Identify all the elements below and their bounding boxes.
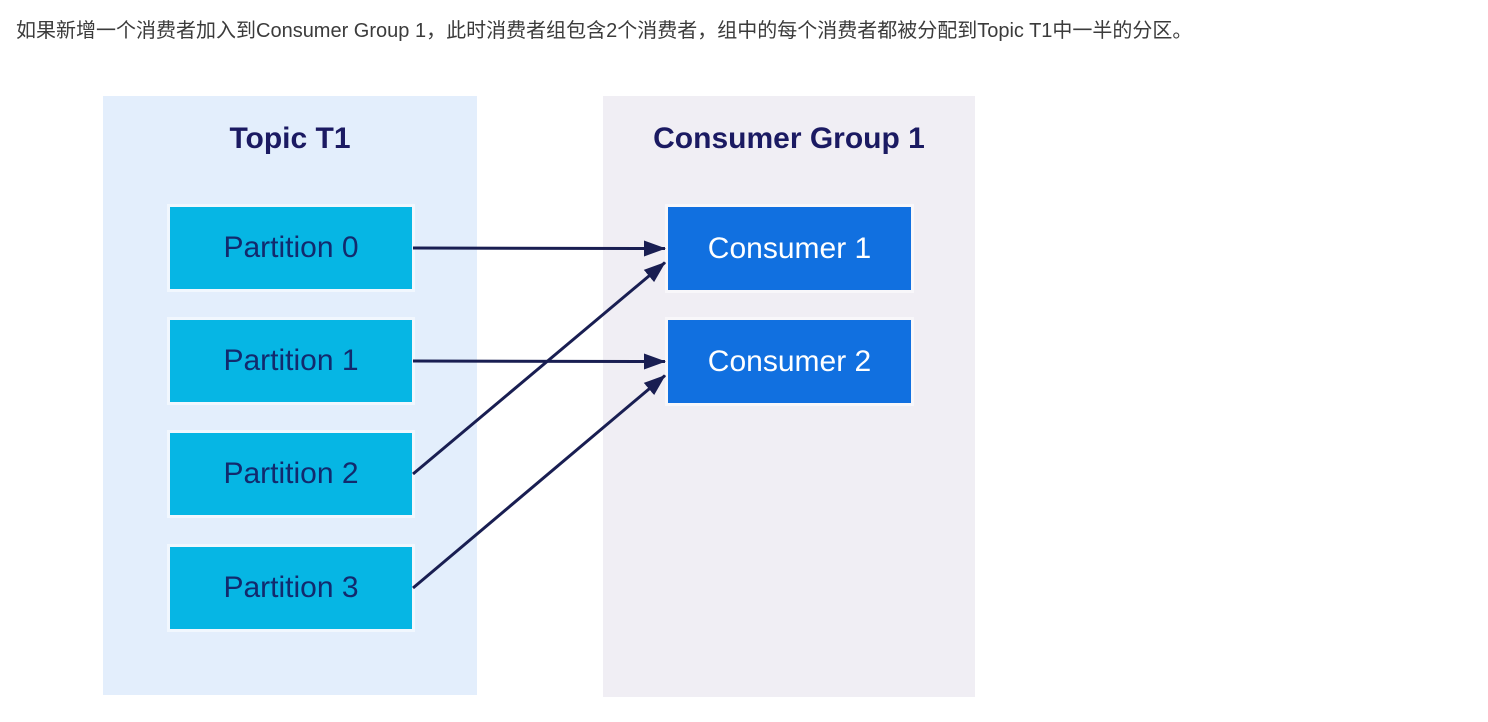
consumer-1-box: Consumer 1: [668, 207, 911, 290]
intro-text: 如果新增一个消费者加入到Consumer Group 1，此时消费者组包含2个消…: [16, 20, 1193, 42]
partition-3-box: Partition 3: [170, 547, 412, 629]
partition-2-box: Partition 2: [170, 433, 412, 515]
topic-title: Topic T1: [229, 122, 351, 155]
consumer-group-title: Consumer Group 1: [653, 122, 925, 155]
consumer-2-box: Consumer 2: [668, 320, 911, 403]
partition-0-box: Partition 0: [170, 207, 412, 289]
partition-1-box: Partition 1: [170, 320, 412, 402]
